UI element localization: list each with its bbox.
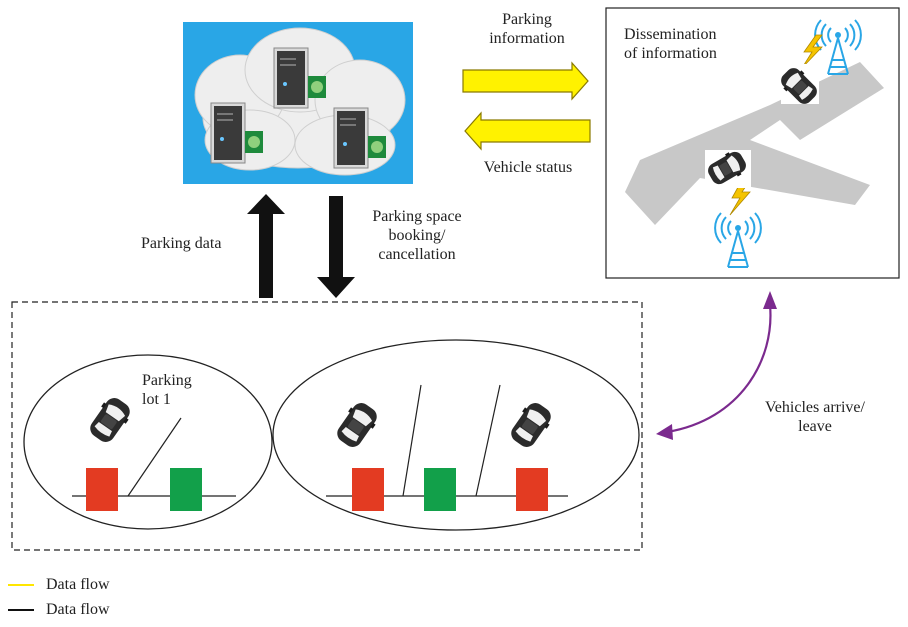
car-icon — [332, 398, 382, 452]
occupied-slot — [352, 468, 384, 511]
car-icon — [506, 398, 556, 452]
parking-information-label: Parking information — [489, 11, 565, 47]
parking-area-box — [11, 301, 643, 551]
occupied-slot — [86, 468, 118, 511]
dissemination-panel — [605, 7, 900, 279]
parking-data-label: Parking data — [141, 235, 222, 252]
legend-black-line — [8, 609, 34, 611]
parking-lot-2 — [272, 339, 640, 531]
legend-yellow-line — [8, 584, 34, 586]
car-icon — [85, 393, 135, 447]
parking-lot-1-label: Parking lot 1 — [142, 371, 192, 409]
legend-label: Data flow — [46, 601, 110, 618]
legend-item-yellow: Data flow — [8, 576, 110, 594]
vehicle-status-label: Vehicle status — [483, 159, 573, 176]
parking-information-arrow — [462, 61, 589, 101]
dissemination-label: Dissemination of information — [624, 26, 717, 62]
vehicles-arrive-leave-label: Vehicles arrive/ leave — [765, 399, 865, 435]
cloud-server-panel — [183, 22, 413, 184]
occupied-slot — [516, 468, 548, 511]
free-slot — [170, 468, 202, 511]
lightning-icon — [801, 34, 823, 69]
vehicle-status-arrow — [464, 111, 591, 151]
vehicles-arrive-leave-arrow — [656, 291, 777, 440]
parking-lot-1 — [23, 354, 273, 530]
parking-data-arrow — [247, 194, 285, 298]
road — [625, 62, 884, 225]
booking-arrow — [317, 196, 355, 298]
legend-label: Data flow — [46, 576, 110, 593]
parking-space-booking-label: Parking space booking/ cancellation — [372, 208, 462, 263]
legend-item-black: Data flow — [8, 601, 110, 619]
free-slot — [424, 468, 456, 511]
